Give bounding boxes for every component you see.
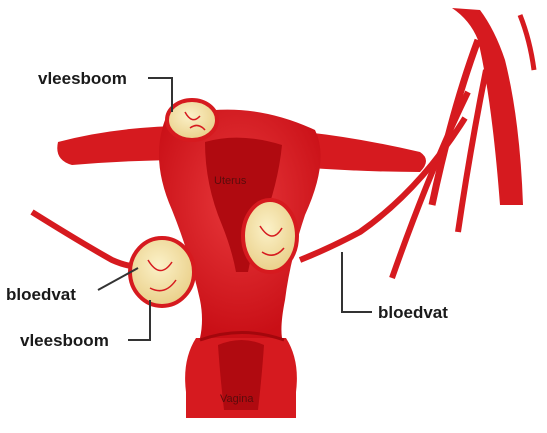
- fibroid-top: [167, 100, 217, 140]
- leader-fibroid-top: [148, 78, 172, 112]
- fibroid-left: [130, 238, 194, 306]
- left-blood-vessel: [32, 212, 142, 266]
- vagina-label: Vagina: [220, 393, 254, 405]
- label-fibroid-bottom: vleesboom: [20, 331, 109, 350]
- label-fibroid-top: vleesboom: [38, 69, 127, 88]
- leader-vessel-right: [342, 252, 372, 312]
- label-vessel-left: bloedvat: [6, 285, 76, 304]
- label-vessel-right: bloedvat: [378, 303, 448, 322]
- fibroid-right: [243, 200, 297, 272]
- right-arm: [305, 132, 426, 172]
- right-artery: [392, 8, 534, 278]
- leader-fibroid-bottom: [128, 300, 150, 340]
- uterus-label: Uterus: [214, 175, 247, 187]
